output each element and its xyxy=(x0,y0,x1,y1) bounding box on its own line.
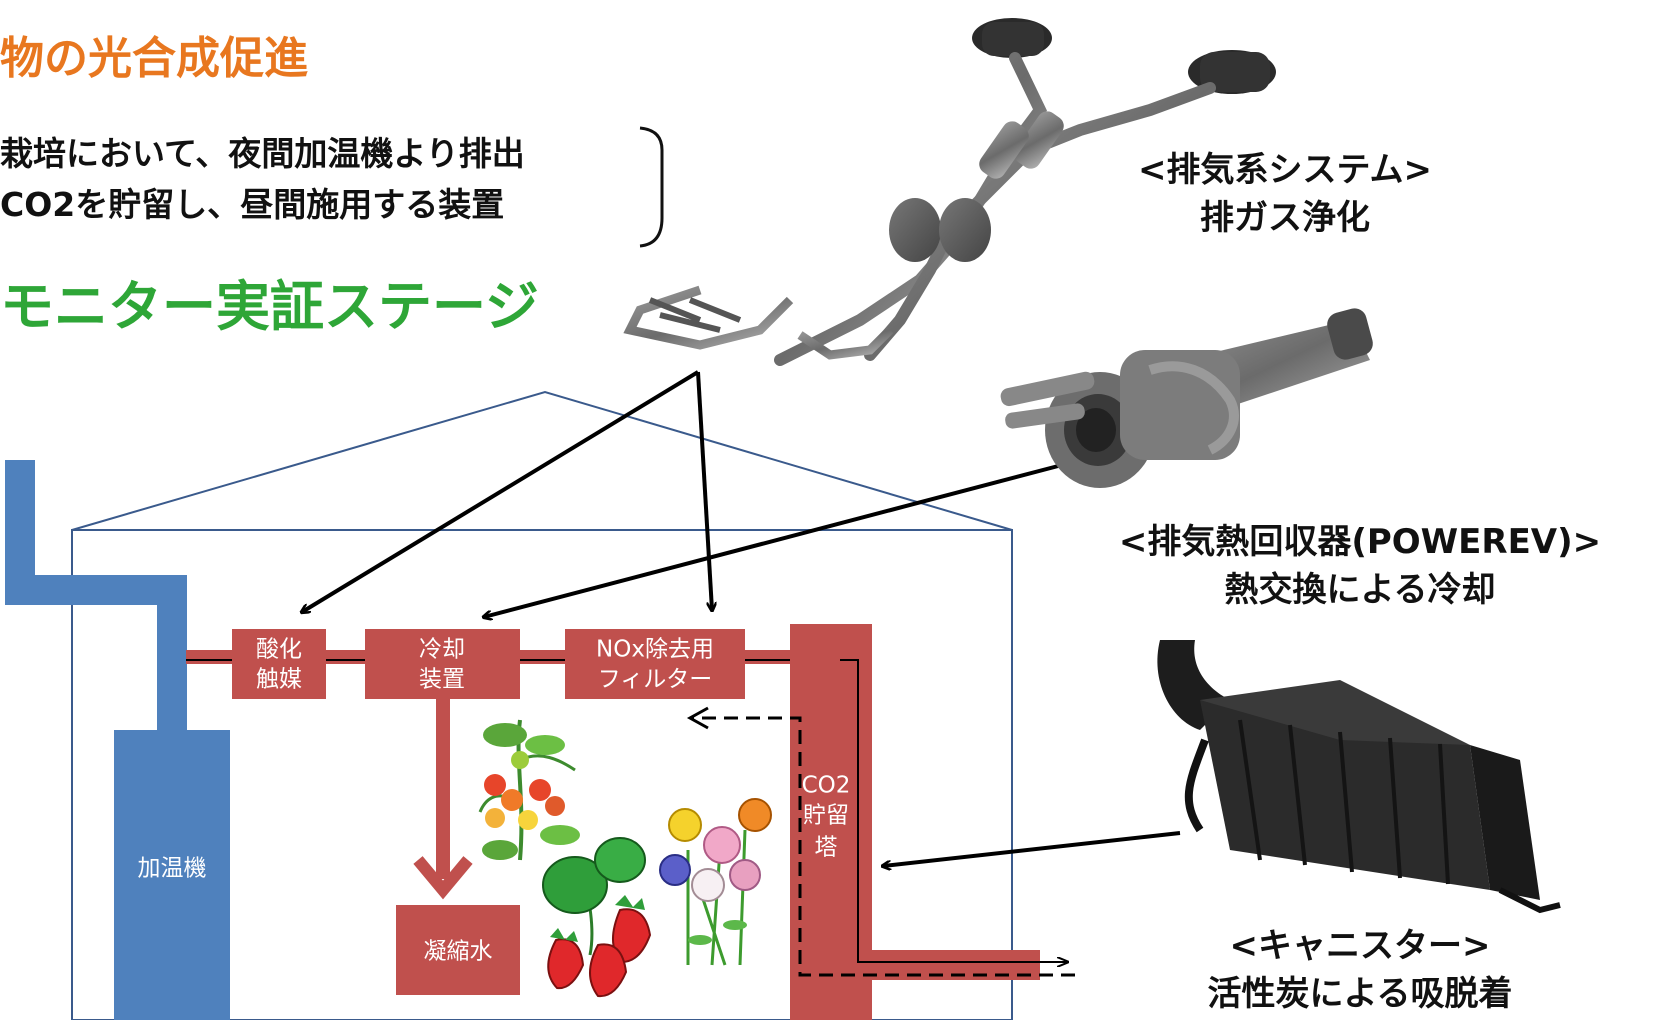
strawberry-illustration xyxy=(542,837,652,998)
oxidation-catalyst-label-1: 酸化 xyxy=(256,637,302,663)
greenhouse xyxy=(71,390,1013,1020)
nox-filter-box xyxy=(565,629,745,699)
arrow-exhaust-to-catalyst xyxy=(302,370,700,612)
condensate-arrowhead xyxy=(413,856,473,900)
oxidation-catalyst-label-2: 触媒 xyxy=(256,667,302,693)
cooling-device-label-1: 冷却 xyxy=(419,637,465,663)
exhaust-system-subtitle: 排ガス浄化 xyxy=(1200,198,1370,238)
powerev-title: <排気熱回収器(POWEREV)> xyxy=(1118,522,1602,562)
arrow-canister-to-tower xyxy=(883,831,1181,866)
description-line-1: 栽培において、夜間加温機より排出 xyxy=(0,134,525,173)
exhaust-system-image xyxy=(623,18,1276,366)
oxidation-catalyst-box xyxy=(232,629,326,699)
arrow-exhaust-to-nox xyxy=(696,371,712,610)
canister-caption: <キャニスター> 活性炭による吸脱着 xyxy=(1140,922,1580,1018)
powerev-caption: <排気熱回収器(POWEREV)> 熱交換による冷却 xyxy=(1070,518,1650,614)
exhaust-system-caption: <排気系システム> 排ガス浄化 xyxy=(1050,146,1520,242)
exhaust-system-title: <排気系システム> xyxy=(1138,150,1432,190)
canister-image xyxy=(1157,640,1561,914)
cooling-device-label-2: 装置 xyxy=(419,667,465,693)
co2-return-flow-line xyxy=(692,716,1075,977)
canister-subtitle: 活性炭による吸脱着 xyxy=(1207,974,1513,1014)
canister-title: <キャニスター> xyxy=(1229,926,1491,966)
stage-label: モニター実証ステージ xyxy=(0,275,539,338)
heater-label: 加温機 xyxy=(138,856,207,882)
description-bracket xyxy=(639,126,664,248)
condensate-pipe xyxy=(436,699,450,879)
tomato-plant-illustration xyxy=(478,719,580,861)
nox-filter-label-2: フィルター xyxy=(598,667,713,693)
exhaust-flow-line xyxy=(840,659,1068,962)
condensate-label: 凝縮水 xyxy=(424,939,493,965)
co2-tower-label-1: CO2 xyxy=(802,773,851,799)
co2-return-arrowhead xyxy=(686,706,709,730)
powerev-subtitle: 熱交換による冷却 xyxy=(1224,570,1496,610)
description: 栽培において、夜間加温機より排出 CO2を貯留し、昼間施用する装置 xyxy=(0,128,525,230)
condensate-box xyxy=(396,905,520,995)
description-line-2: CO2を貯留し、昼間施用する装置 xyxy=(0,185,505,224)
flowers-illustration xyxy=(659,798,772,966)
powerev-image xyxy=(1000,308,1373,488)
co2-tower-label-2: 貯留 xyxy=(803,803,849,829)
cooling-device-box xyxy=(365,629,520,699)
heater-exhaust-pipe xyxy=(5,460,187,730)
co2-tower-label-3: 塔 xyxy=(815,835,838,861)
arrow-powerev-to-cooling xyxy=(484,463,1063,617)
heater-box xyxy=(114,730,230,1020)
nox-filter-label-1: NOx除去用 xyxy=(596,637,714,663)
section-title: 物の光合成促進 xyxy=(0,33,308,84)
